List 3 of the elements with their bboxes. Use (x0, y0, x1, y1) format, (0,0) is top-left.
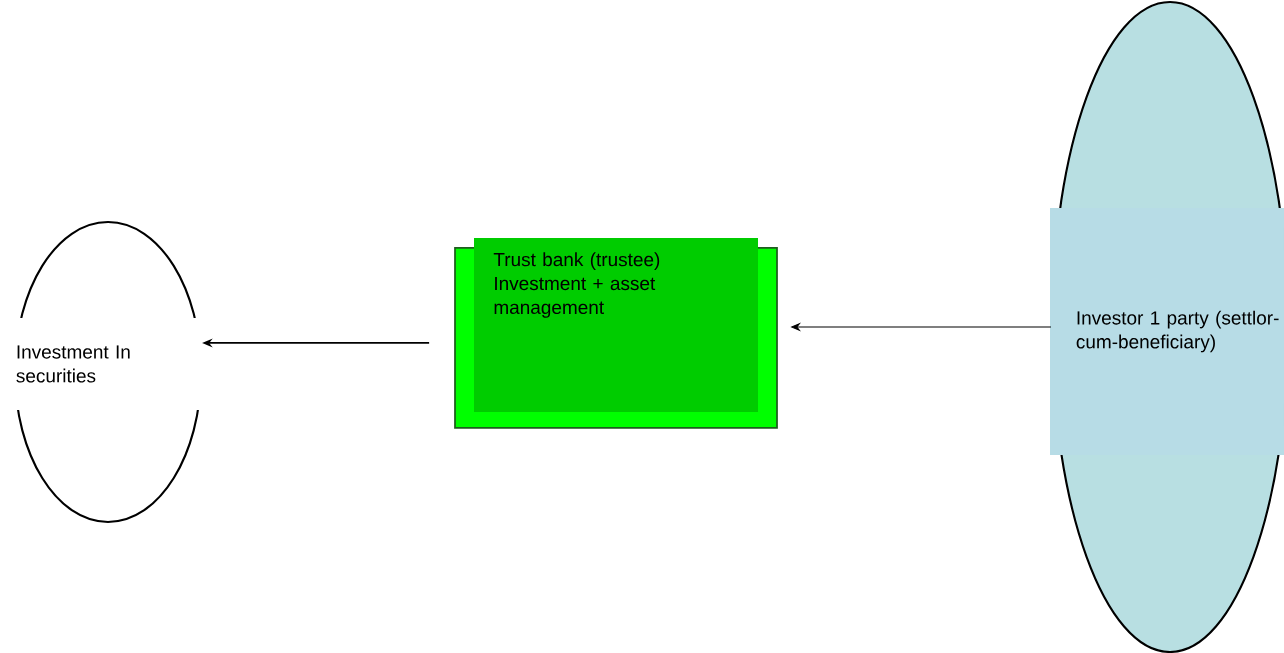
ellipse-node: Investor 1 party (settlor-cum-beneficiary) (1050, 0, 1284, 653)
process-box: Trust bank (trustee) Investment + asset management (454, 238, 778, 429)
ellipse-node: Investment In securities (12, 220, 205, 524)
